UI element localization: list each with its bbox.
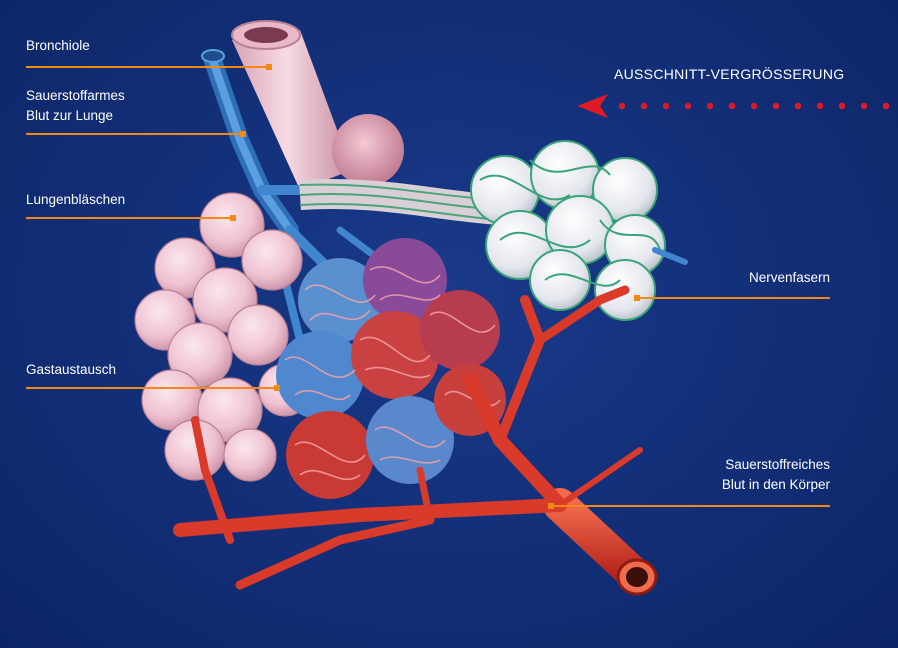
red-artery-tree <box>173 285 658 596</box>
leader-oxygenated <box>552 505 830 507</box>
leader-gas-exchange <box>26 387 278 389</box>
label-alveoli: Lungenbläschen <box>26 192 126 207</box>
zoom-note: AUSSCHNITT-VERGRÖSSERUNG <box>614 66 845 82</box>
label-gas-exchange: Gastaustausch <box>26 362 117 377</box>
leader-dot-bronchiole <box>266 64 272 70</box>
label-nerve-fibers: Nervenfasern <box>748 270 830 285</box>
leader-dot-gas-exchange <box>274 385 280 391</box>
leader-dot-alveoli <box>230 215 236 221</box>
leader-nerve-fibers <box>638 297 830 299</box>
nerve-bundle <box>299 178 502 225</box>
label-oxygenated-blood: Sauerstoffreiches Blut in den Körper <box>670 455 830 495</box>
leader-alveoli <box>26 217 234 219</box>
alveoli-cluster <box>134 192 312 482</box>
bronchiole-tube <box>231 20 352 190</box>
zoom-arrow-dots <box>618 102 890 110</box>
label-oxygenated-line2: Blut in den Körper <box>721 477 830 492</box>
leader-dot-nerve-fibers <box>634 295 640 301</box>
nerve-alveoli-cluster <box>470 140 666 321</box>
label-oxygenated-line1: Sauerstoffreiches <box>725 457 830 472</box>
label-deoxygenated-line1: Sauerstoffarmes <box>26 88 125 103</box>
label-deoxygenated-line2: Blut zur Lunge <box>26 108 114 123</box>
label-deoxygenated-blood: Sauerstoffarmes Blut zur Lunge <box>26 86 125 126</box>
label-bronchiole: Bronchiole <box>26 38 90 53</box>
leader-deoxygenated <box>26 133 244 135</box>
leader-dot-oxygenated <box>548 503 554 509</box>
leader-dot-deoxygenated <box>240 131 246 137</box>
nerve-vessel-stub <box>652 247 688 265</box>
alveolar-sac <box>332 114 404 186</box>
zoom-arrow <box>577 94 890 118</box>
leader-bronchiole <box>26 66 270 68</box>
capillary-alveoli-cluster <box>276 238 506 499</box>
